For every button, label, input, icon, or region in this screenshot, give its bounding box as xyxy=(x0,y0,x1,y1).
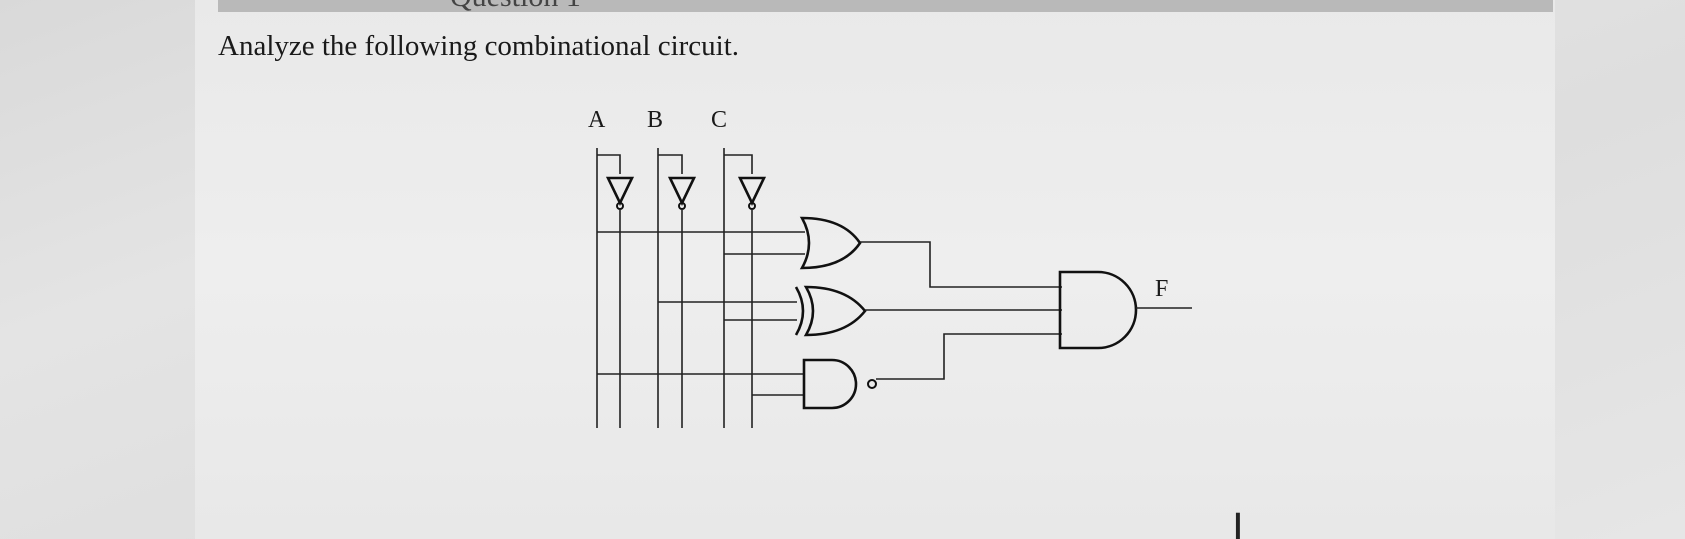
question-text: Analyze the following combinational circ… xyxy=(218,30,740,62)
branch-b xyxy=(658,154,683,174)
branch-c xyxy=(724,154,753,174)
question-header-bar: Question 1 xyxy=(218,0,1553,12)
and-gate xyxy=(1058,270,1138,350)
nand-gate xyxy=(802,358,877,410)
input-label-c: C xyxy=(711,107,727,133)
output-label-f: F xyxy=(1155,276,1168,302)
question-header-title: Question 1 xyxy=(450,0,581,12)
or-output-wire xyxy=(860,241,1062,288)
page-sheet xyxy=(195,0,1555,539)
branch-a xyxy=(597,154,621,174)
input-label-b: B xyxy=(647,107,663,133)
input-label-a: A xyxy=(588,107,606,133)
or-gate xyxy=(799,216,862,270)
not-gate-a xyxy=(605,176,635,210)
not-gate-c xyxy=(737,176,767,210)
xnor-gate xyxy=(794,285,867,337)
nand-output-wire xyxy=(876,333,1062,380)
text-cursor-icon: I xyxy=(1232,506,1244,539)
not-gate-b xyxy=(667,176,697,210)
